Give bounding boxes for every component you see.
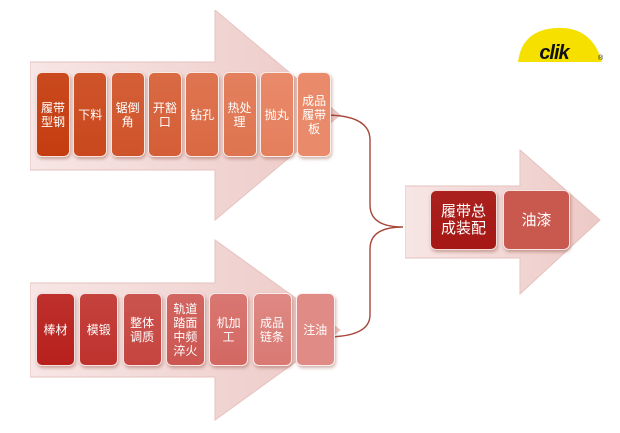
top-row-step-4: 开豁 口 <box>147 72 182 157</box>
bottom-row-step-3: 整体 调质 <box>122 293 162 366</box>
final-process-arrow <box>405 148 601 296</box>
top-row-step-7: 抛丸 <box>259 72 294 157</box>
top-row-step-2: 下料 <box>73 72 108 157</box>
step-label: 机加 工 <box>216 315 241 344</box>
step-label: 抛丸 <box>264 107 289 122</box>
step-label: 钻孔 <box>190 107 215 122</box>
merge-bracket <box>325 114 404 338</box>
bottom-row-step-1: 棒材 <box>36 293 75 366</box>
step-label: 棒材 <box>43 322 68 337</box>
step-label: 下料 <box>78 107 103 122</box>
top-row-step-3: 锯倒 角 <box>110 72 145 157</box>
step-label: 注油 <box>303 322 328 337</box>
step-label: 开豁 口 <box>152 100 177 129</box>
top-row-step-5: 钻孔 <box>185 72 220 157</box>
clik-logo: clik ® <box>518 27 604 64</box>
bottom-row-step-7: 注油 <box>295 293 335 366</box>
step-label: 整体 调质 <box>130 315 155 344</box>
top-row-step-1: 履带 型钢 <box>36 72 70 157</box>
top-process-arrow <box>30 10 341 222</box>
bottom-row-step-5: 机加 工 <box>209 293 249 366</box>
step-label: 模锻 <box>86 322 111 337</box>
step-label: 成品 履带 板 <box>302 93 327 136</box>
final-row-step-1: 履带总 成装配 <box>430 190 497 250</box>
logo-registered-mark: ® <box>598 54 604 62</box>
bottom-row-step-6: 成品 链条 <box>252 293 292 366</box>
bottom-row-step-2: 模锻 <box>79 293 119 366</box>
bottom-row-step-4: 轨道 踏面 中频 淬火 <box>165 293 205 366</box>
final-row-step-2: 油漆 <box>503 190 570 250</box>
step-label: 油漆 <box>521 210 552 229</box>
step-label: 热处 理 <box>227 100 252 129</box>
step-label: 履带总 成装配 <box>440 202 486 237</box>
step-label: 成品 链条 <box>259 315 284 344</box>
top-row-step-6: 热处 理 <box>222 72 257 157</box>
step-label: 轨道 踏面 中频 淬火 <box>173 301 198 358</box>
logo-text: clik <box>539 42 570 64</box>
step-label: 履带 型钢 <box>40 100 65 129</box>
step-label: 锯倒 角 <box>115 100 140 129</box>
top-row-step-8: 成品 履带 板 <box>297 72 332 157</box>
